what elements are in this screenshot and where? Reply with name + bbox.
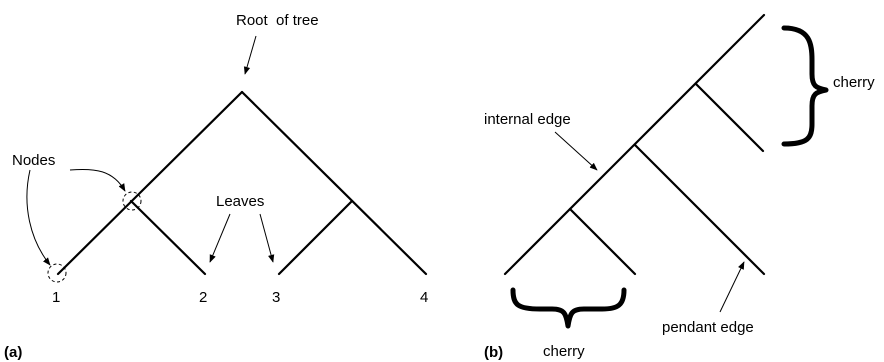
panel-a-label: (a) bbox=[4, 344, 22, 361]
pendant-edge-label: pendant edge bbox=[662, 319, 754, 336]
tree-b-edges bbox=[503, 13, 766, 276]
edge-bottom-cherry-branch bbox=[568, 207, 637, 276]
root-arrow bbox=[243, 35, 257, 75]
node-circle-leaf-1 bbox=[47, 263, 67, 283]
cherry-top-label: cherry bbox=[833, 74, 875, 91]
tree-a-edges bbox=[56, 90, 428, 276]
nodes-arrow-leaf bbox=[26, 169, 51, 266]
pendant-edge-arrow bbox=[719, 261, 745, 313]
edge-node-leaf-2 bbox=[129, 199, 207, 276]
root-of-tree-label: Root of tree bbox=[236, 12, 319, 29]
edge-root-right bbox=[240, 90, 428, 276]
node-circle-internal bbox=[122, 191, 142, 211]
nodes-label: Nodes bbox=[12, 152, 55, 169]
leaves-arrow-2 bbox=[209, 213, 231, 263]
cherry-brace-bottom bbox=[510, 287, 627, 329]
panel-b: cherry internal edge cherry pendant edge… bbox=[484, 13, 875, 361]
panel-b-label: (b) bbox=[484, 344, 503, 361]
cherry-brace-top bbox=[781, 25, 829, 147]
edge-internal-to-leaf bbox=[633, 143, 766, 276]
leaf-label-1: 1 bbox=[52, 289, 60, 306]
cherry-bottom-label: cherry bbox=[543, 343, 585, 360]
nodes-arrow-internal bbox=[69, 168, 126, 192]
leaf-label-2: 2 bbox=[199, 289, 207, 306]
leaves-label: Leaves bbox=[216, 193, 264, 210]
edge-root-left bbox=[56, 90, 244, 276]
internal-edge-label: internal edge bbox=[484, 111, 571, 128]
edge-node-leaf-3 bbox=[277, 199, 354, 276]
internal-edge-arrow bbox=[554, 131, 598, 171]
leaf-label-4: 4 bbox=[420, 289, 428, 306]
leaves-arrow-3 bbox=[259, 213, 275, 263]
panel-a: Root of tree Nodes Leaves 1 2 3 4 (a) bbox=[4, 12, 428, 361]
leaf-label-3: 3 bbox=[272, 289, 280, 306]
edge-top-cherry-branch bbox=[694, 82, 765, 153]
